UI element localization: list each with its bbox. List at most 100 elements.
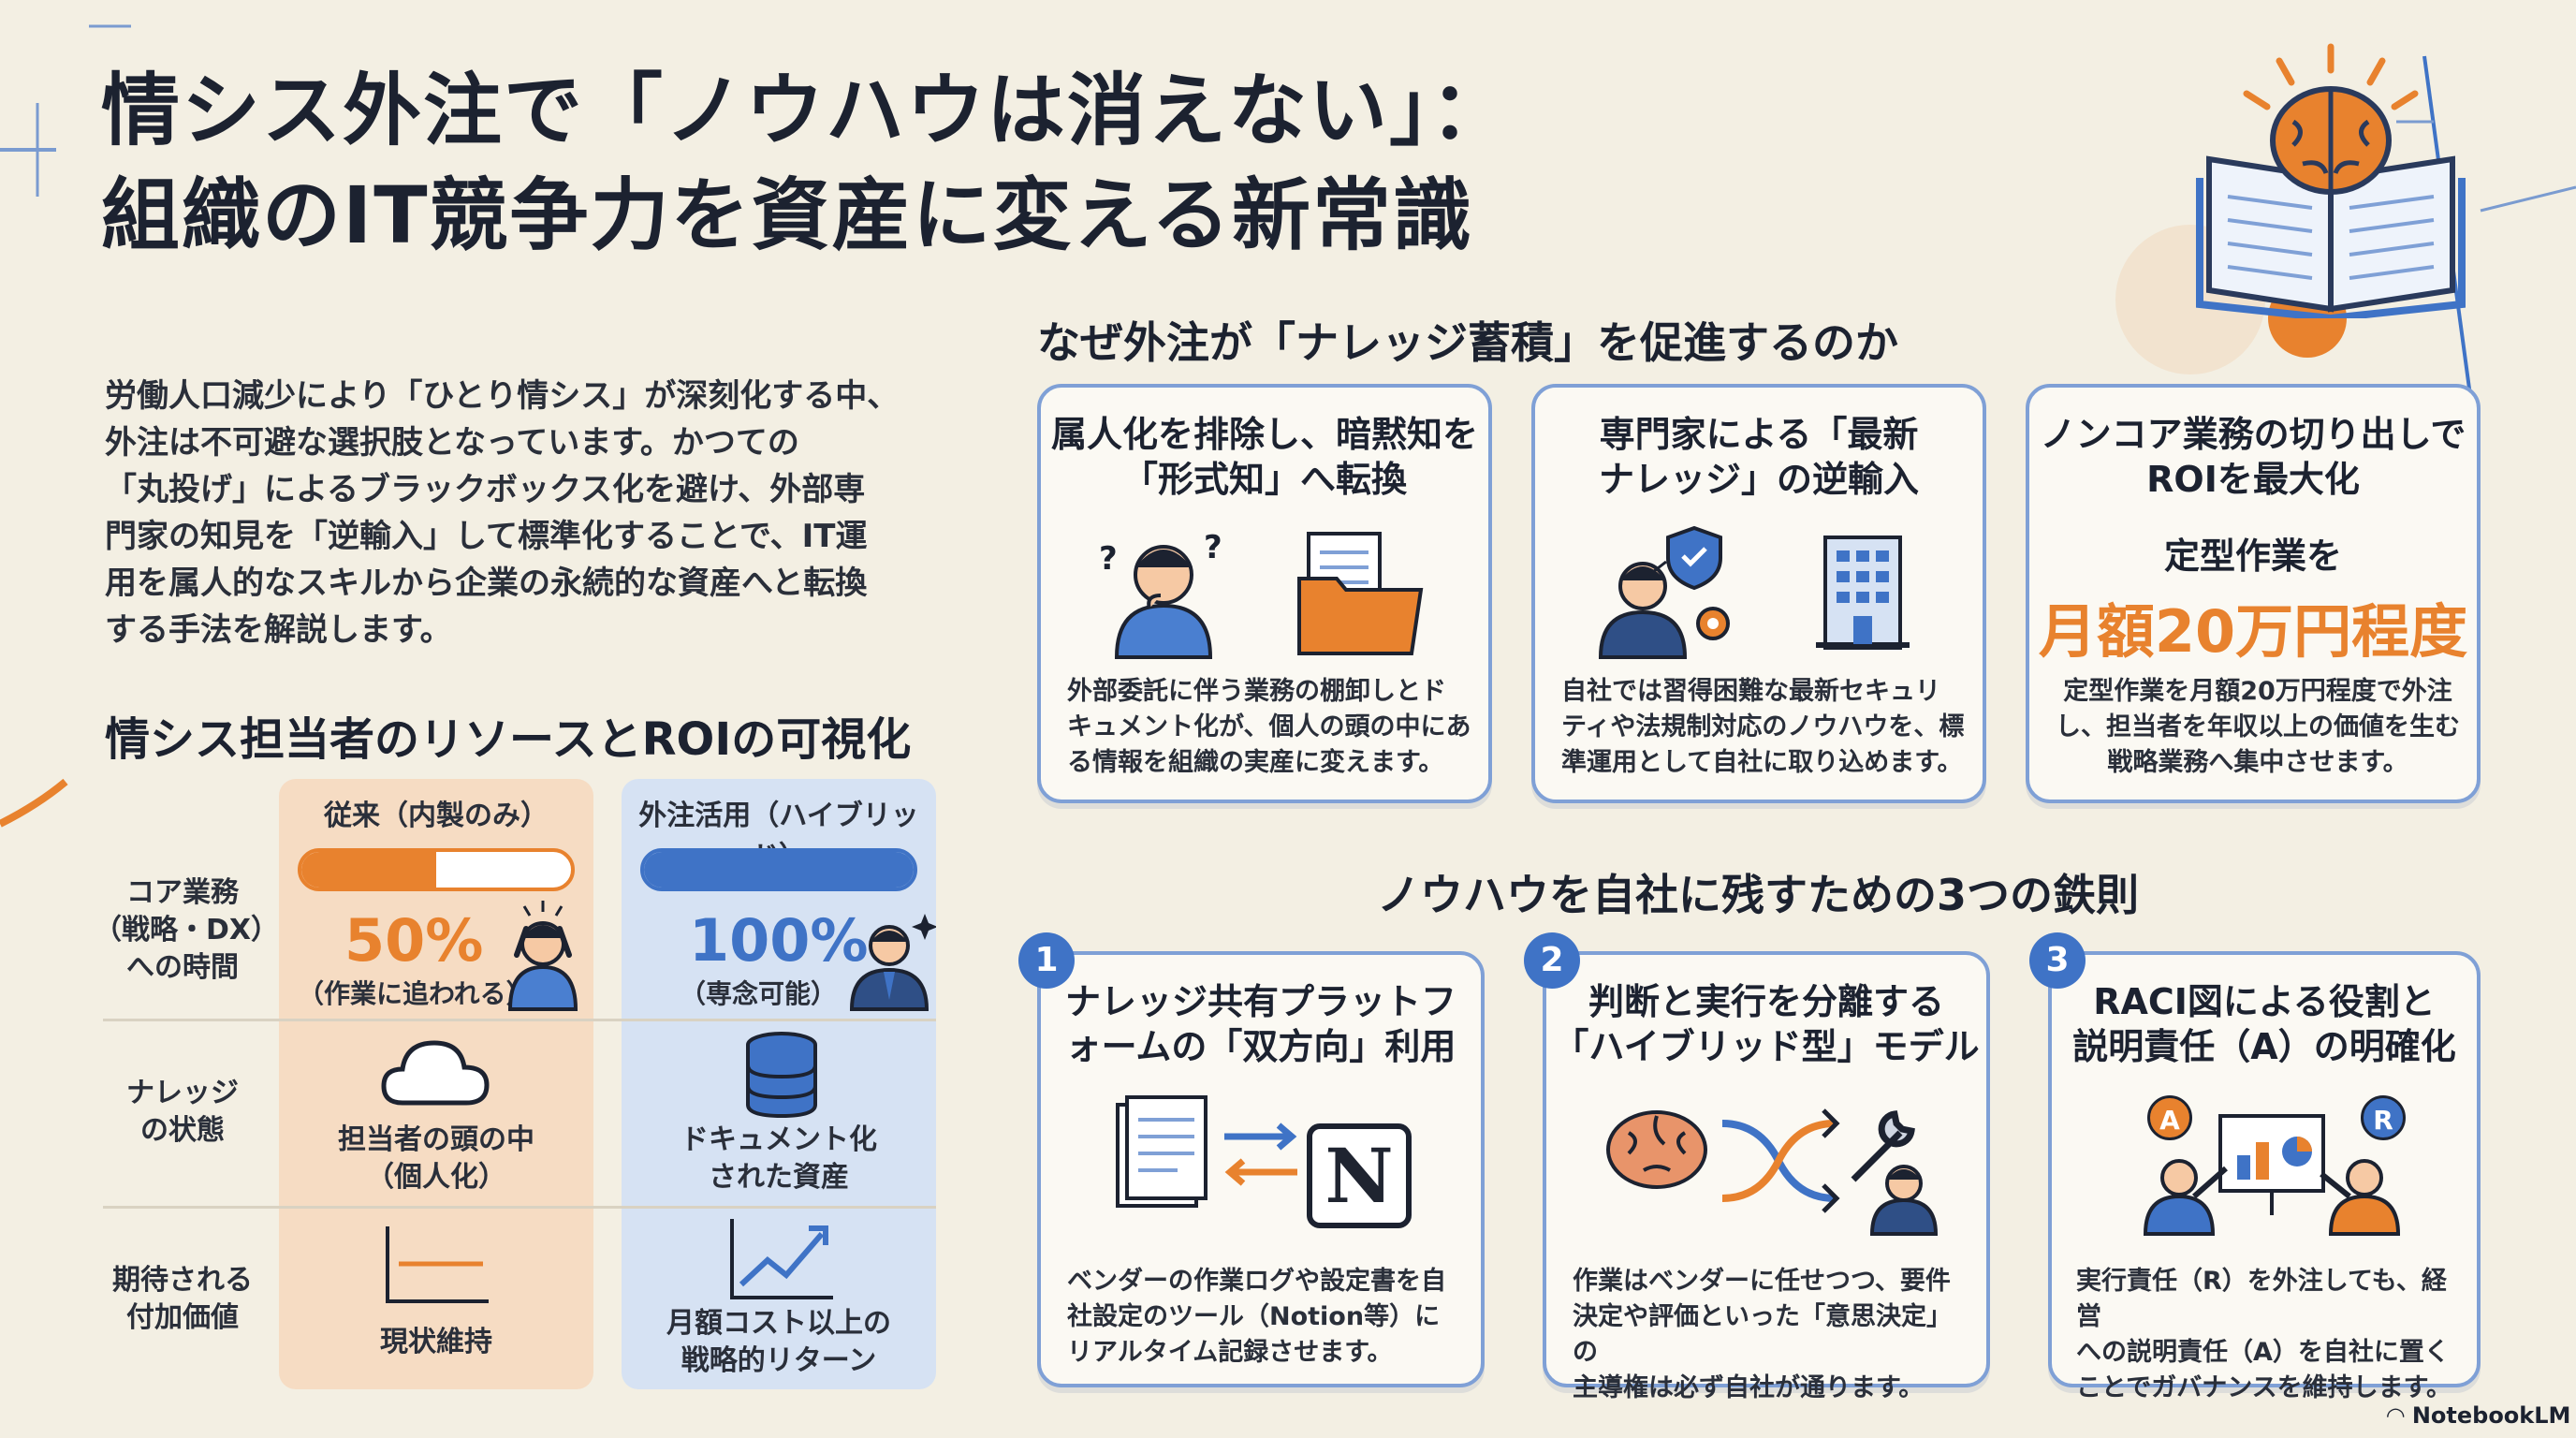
- card-body-line: 作業はベンダーに任せつつ、要件: [1573, 1267, 1951, 1296]
- card-title: 属人化を排除し、暗黙知を 「形式知」へ転換: [1041, 412, 1488, 502]
- intro-line: する手法を解説します。: [105, 611, 452, 649]
- cell-line: された資産: [709, 1161, 849, 1194]
- svg-text:?: ?: [1204, 529, 1222, 566]
- intro-line: 外注は不可避な選択肢となっています。かつての: [105, 424, 799, 462]
- cell-line: 月額コスト以上の: [666, 1307, 891, 1340]
- title-line-1: 情シス外注で「ノウハウは消えない」：: [101, 65, 1512, 156]
- why-section-title: なぜ外注が「ナレッジ蓄積」を促進するのか: [1037, 317, 1898, 368]
- svg-text:?: ?: [1099, 540, 1118, 578]
- traditional-progress-fill: [301, 852, 436, 888]
- row-label-knowledge: ナレッジ の状態: [94, 1075, 271, 1150]
- card-subtitle: 定型作業を: [2163, 536, 2342, 577]
- table-divider: [103, 1206, 936, 1209]
- documents-folder-icon: [1297, 532, 1424, 655]
- card-title-line: 「形式知」へ転換: [1121, 459, 1407, 500]
- intro-line: 労働人口減少により「ひとり情シス」が深刻化する中、: [105, 377, 900, 415]
- row-label-line: 期待される: [112, 1264, 253, 1297]
- row-label-core-time: コア業務 （戦略・DX） への時間: [94, 874, 280, 987]
- book-brain-icon: [2196, 43, 2466, 318]
- traditional-progress-bar: [298, 848, 575, 891]
- card-title-line: 説明責任（A）の明確化: [2072, 1026, 2456, 1067]
- rule-number-badge: 1: [1018, 932, 1075, 989]
- card-body-line: し、担当者を年収以上の価値を生む: [2056, 712, 2460, 741]
- card-title-line: RACI図による役割と: [2093, 981, 2436, 1022]
- card-title-line: 「ハイブリッド型」モデル: [1553, 1026, 1980, 1067]
- intro-line: 門家の知見を「逆輸入」して標準化することで、IT運: [105, 518, 868, 555]
- card-title: RACI図による役割と 説明責任（A）の明確化: [2052, 979, 2477, 1069]
- card-body: 実行責任（R）を外注しても、経営 への説明責任（A）を自社に置く ことでガバナン…: [2076, 1264, 2469, 1406]
- cell-line: （個人化）: [366, 1161, 506, 1194]
- confused-person-icon: ? ?: [1099, 529, 1222, 659]
- rule-card-hybrid-model: 判断と実行を分離する 「ハイブリッド型」モデル 作業はベンダーに任せつつ、要件 …: [1543, 951, 1990, 1402]
- card-body-line: 社設定のツール（Notion等）に: [1067, 1302, 1441, 1331]
- card-title-line: 属人化を排除し、暗黙知を: [1050, 414, 1478, 455]
- why-card-expert-knowledge: 専門家による「最新 ナレッジ」の逆輸入 自社では習得困難な最新セキュリ ティや法…: [1531, 384, 1986, 803]
- card-title: 判断と実行を分離する 「ハイブリッド型」モデル: [1546, 979, 1986, 1069]
- rule-number-badge: 2: [1524, 932, 1580, 989]
- row-label-value: 期待される 付加価値: [94, 1262, 271, 1337]
- notebooklm-icon: ◠: [2387, 1402, 2412, 1429]
- card-body: 自社では習得困難な最新セキュリ ティや法規制対応のノウハウを、標 準運用として自…: [1561, 674, 1973, 781]
- card-title: 専門家による「最新 ナレッジ」の逆輸入: [1535, 412, 1983, 502]
- hybrid-value: 月額コスト以上の 戦略的リターン: [622, 1305, 936, 1380]
- intro-line: 用を属人的なスキルから企業の永続的な資産へと転換: [105, 565, 868, 602]
- rule-card-raci: RACI図による役割と 説明責任（A）の明確化 A R 実行責任（R）を外注して…: [2048, 951, 2481, 1402]
- card-title-line: 専門家による「最新: [1599, 414, 1919, 455]
- businessman-icon: [849, 914, 936, 1011]
- growth-chart-icon: [730, 1219, 833, 1299]
- presentation-icon: [2143, 1114, 2401, 1236]
- traditional-value: 現状維持: [380, 1326, 492, 1358]
- hybrid-progress-fill: [644, 852, 914, 888]
- card-body-line: ティや法規制対応のノウハウを、標: [1561, 712, 1965, 741]
- card-title: ナレッジ共有プラットフ ォームの「双方向」利用: [1041, 979, 1481, 1069]
- card-body-line: 準運用として自社に取り込めます。: [1561, 748, 1963, 777]
- stressed-person-icon: [507, 901, 578, 1011]
- card-body-line: 実行責任（R）を外注しても、経営: [2076, 1267, 2447, 1331]
- cell-line: ドキュメント化: [681, 1123, 877, 1156]
- hybrid-core-note: （専念可能）: [679, 978, 837, 1009]
- card-body-line: 定型作業を月額20万円程度で外注: [2063, 677, 2452, 706]
- hybrid-core-value: 100%: [689, 906, 869, 975]
- card-body-line: 外部委託に伴う業務の棚卸しとド: [1067, 677, 1446, 706]
- card-body-line: 主導権は必ず自社が通ります。: [1573, 1373, 1925, 1402]
- row-label-line: への時間: [126, 951, 239, 984]
- cost-highlight: 月額20万円程度: [2038, 597, 2468, 666]
- card-body-line: ことでガバナンスを維持します。: [2076, 1373, 2452, 1402]
- card-title-line: ナレッジ共有プラットフ: [1064, 981, 1456, 1022]
- card-body-line: 決定や評価といった「意思決定」の: [1573, 1302, 1952, 1367]
- row-label-line: ナレッジ: [126, 1077, 239, 1109]
- card-body-line: キュメント化が、個人の頭の中にあ: [1067, 712, 1471, 741]
- card-body-line: 戦略業務へ集中させます。: [2107, 748, 2408, 777]
- hybrid-column-header: 外注活用（ハイブリッド）: [638, 800, 919, 873]
- page-title: 情シス外注で「ノウハウは消えない」： 組織のIT競争力を資産に変える新常識: [101, 58, 1599, 268]
- card-body: 定型作業を月額20万円程度で外注 し、担当者を年収以上の価値を生む 戦略業務へ集…: [2052, 674, 2464, 781]
- traditional-core-note: （作業に追われる）: [298, 978, 533, 1009]
- traditional-knowledge-state: 担当者の頭の中 （個人化）: [279, 1122, 593, 1196]
- card-title: ノンコア業務の切り出しで ROIを最大化: [2029, 412, 2477, 502]
- hybrid-knowledge-state: ドキュメント化 された資産: [622, 1122, 936, 1196]
- card-body-line: ベンダーの作業ログや設定書を自: [1067, 1267, 1446, 1296]
- row-label-line: （戦略・DX）: [94, 914, 280, 946]
- cloud-icon: [381, 1040, 490, 1106]
- rules-section-title: ノウハウを自社に残すための3つの鉄則: [1376, 870, 2139, 920]
- row-label-line: の状態: [140, 1114, 225, 1147]
- card-title-line: ナレッジ」の逆輸入: [1598, 459, 1919, 500]
- card-body: ベンダーの作業ログや設定書を自 社設定のツール（Notion等）に リアルタイム…: [1067, 1264, 1470, 1371]
- card-body-line: リアルタイム記録させます。: [1067, 1338, 1393, 1367]
- accountable-badge: A: [2147, 1095, 2192, 1140]
- card-title-line: ォームの「双方向」利用: [1065, 1026, 1456, 1067]
- rule-card-platform: ナレッジ共有プラットフ ォームの「双方向」利用 N ベンダーの作業ログや設定書を…: [1037, 951, 1485, 1387]
- intro-paragraph: 労働人口減少により「ひとり情シス」が深刻化する中、 外注は不可避な選択肢となって…: [105, 373, 910, 653]
- card-body: 外部委託に伴う業務の棚卸しとド キュメント化が、個人の頭の中にあ る情報を組織の…: [1067, 674, 1479, 781]
- rule-number-badge: 3: [2029, 932, 2086, 989]
- why-card-roi: ノンコア業務の切り出しで ROIを最大化 定型作業を 月額20万円程度 定型作業…: [2026, 384, 2481, 803]
- flat-line-chart-icon: [386, 1226, 489, 1303]
- responsible-badge: R: [2361, 1095, 2406, 1140]
- intro-line: 「丸投げ」によるブラックボックス化を避け、外部専: [105, 471, 866, 508]
- card-body-line: 自社では習得困難な最新セキュリ: [1561, 677, 1940, 706]
- row-label-line: コア業務: [126, 876, 239, 909]
- card-title-line: ノンコア業務の切り出しで: [2040, 414, 2466, 455]
- cell-line: 担当者の頭の中: [338, 1123, 534, 1156]
- expert-security-icon: [1598, 525, 1730, 659]
- table-divider: [103, 1019, 936, 1021]
